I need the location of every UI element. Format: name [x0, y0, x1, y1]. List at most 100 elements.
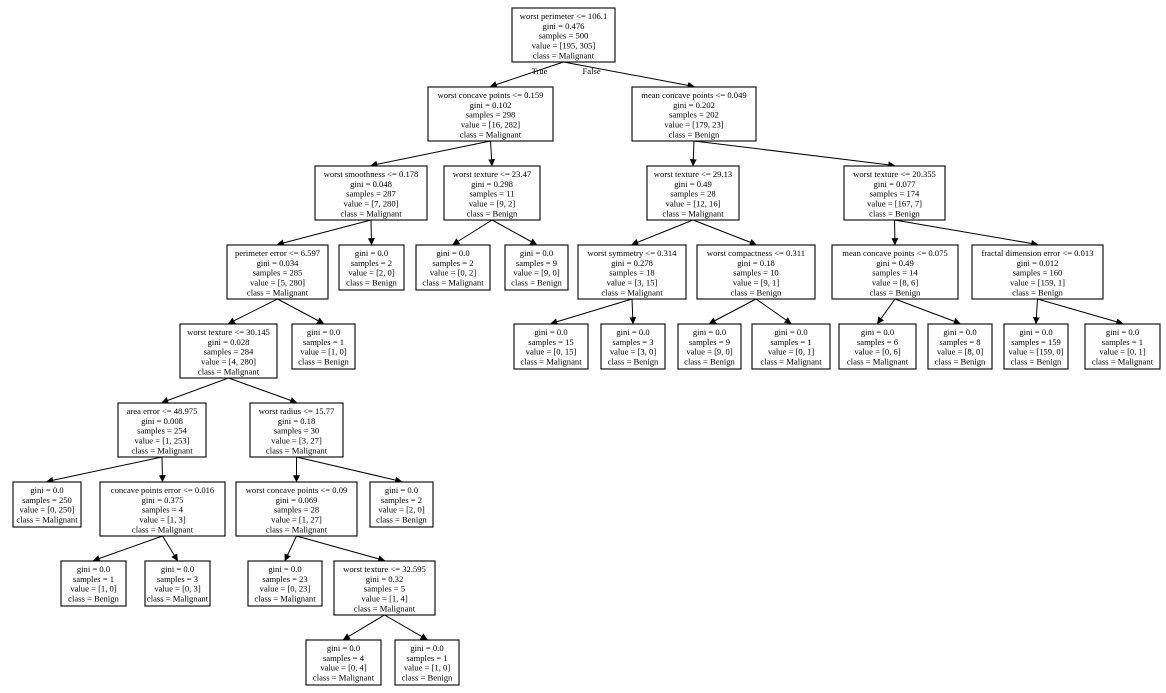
- edge-n3-n7: [276, 219, 372, 247]
- node-text-line: class = Benign: [1012, 288, 1063, 298]
- node-text-line: worst radius <= 15.77: [259, 406, 335, 416]
- node-text-line: worst smoothness <= 0.178: [324, 169, 419, 179]
- node-text-line: class = Malignant: [662, 209, 724, 219]
- node-text-line: class = Malignant: [533, 51, 595, 61]
- node-text-line: class = Malignant: [132, 525, 194, 535]
- node-text-line: class = Benign: [402, 673, 453, 683]
- node-text-line: gini = 0.008: [141, 416, 183, 426]
- node-text-line: gini = 0.102: [470, 100, 512, 110]
- node-box: [235, 481, 358, 537]
- node-text-line: value = [0, 1]: [768, 347, 815, 357]
- node-box: [60, 560, 127, 607]
- node-box: [577, 244, 687, 300]
- node-text-line: class = Malignant: [131, 446, 193, 456]
- node-box: [831, 244, 959, 300]
- node-box: [511, 7, 616, 63]
- node-box: [631, 86, 757, 142]
- node-text-line: samples = 2: [381, 495, 422, 505]
- node-text-line: class = Malignant: [16, 515, 78, 525]
- node-text-line: samples = 9: [516, 258, 557, 268]
- edge-n7-n16: [277, 298, 325, 324]
- edge-n11-n17: [550, 298, 633, 326]
- node-text-line: samples = 2: [351, 258, 392, 268]
- node-text-line: samples = 28: [670, 189, 715, 199]
- node-text-line: class = Benign: [869, 209, 920, 219]
- edge-n12-n20: [755, 298, 792, 324]
- node-box: [927, 323, 993, 370]
- node-text-line: gini = 0.077: [874, 179, 917, 189]
- node-text-line: samples = 30: [274, 426, 319, 436]
- node-text-line: class = Benign: [608, 357, 659, 367]
- node-text-line: samples = 23: [262, 574, 307, 584]
- edge-n14-n24: [1037, 298, 1124, 326]
- node-box: [247, 560, 323, 607]
- node-text-line: gini = 0.49: [674, 179, 712, 189]
- node-text-line: gini = 0.0: [77, 564, 110, 574]
- node-text-line: gini = 0.0: [616, 327, 649, 337]
- node-text-line: class = Malignant: [266, 446, 328, 456]
- node-text-line: value = [8, 6]: [872, 278, 919, 288]
- node-text-line: gini = 0.028: [208, 337, 250, 347]
- node-text-line: samples = 160: [1013, 268, 1063, 278]
- node-text-line: value = [0, 2]: [430, 268, 477, 278]
- node-text-line: value = [159, 1]: [1010, 278, 1065, 288]
- node-text-line: worst texture <= 23.47: [453, 169, 532, 179]
- node-text-line: gini = 0.0: [30, 485, 63, 495]
- node-text-line: class = Benign: [669, 130, 720, 140]
- node-text-line: gini = 0.476: [543, 21, 586, 31]
- node-text-line: value = [1, 253]: [135, 436, 190, 446]
- node-text-line: gini = 0.0: [1019, 327, 1052, 337]
- node-text-line: value = [9, 2]: [469, 199, 516, 209]
- node-box: [677, 323, 742, 370]
- node-box: [600, 323, 666, 370]
- edge-n15-n25: [161, 377, 229, 404]
- node-text-line: worst perimeter <= 106.1: [520, 11, 608, 21]
- node-text-line: class = Malignant: [520, 357, 582, 367]
- edge-label-false: False: [583, 66, 601, 76]
- node-text-line: value = [2, 0]: [378, 505, 425, 515]
- edge-n2-n6: [693, 140, 896, 169]
- node-text-line: class = Malignant: [340, 209, 402, 219]
- node-text-line: samples = 1: [406, 653, 447, 663]
- node-text-line: class = Malignant: [247, 288, 309, 298]
- node-text-line: gini = 0.0: [268, 564, 301, 574]
- edge-n11-n18: [629, 298, 637, 325]
- node-box: [179, 323, 278, 379]
- node-text-line: value = [7, 280]: [344, 199, 399, 209]
- node-text-line: class = Benign: [511, 278, 562, 288]
- edge-n0-n2: [563, 61, 695, 89]
- edge-n4-n10: [491, 219, 538, 245]
- node-text-line: samples = 6: [857, 337, 899, 347]
- node-text-line: value = [1, 0]: [404, 663, 451, 673]
- node-text-line: samples = 8: [939, 337, 980, 347]
- node-text-line: gini = 0.375: [142, 495, 184, 505]
- node-box: [12, 481, 82, 528]
- node-text-line: value = [9, 1]: [733, 278, 780, 288]
- node-text-line: samples = 5: [364, 584, 405, 594]
- edge-n1-n3: [370, 140, 491, 168]
- edge-n5-n11: [631, 219, 694, 246]
- node-text-line: worst texture <= 29.13: [654, 169, 732, 179]
- node-text-line: worst concave points <= 0.09: [246, 485, 348, 495]
- node-text-line: value = [167, 7]: [867, 199, 922, 209]
- node-box: [646, 165, 740, 221]
- edge-n25-n27: [46, 456, 163, 484]
- node-text-line: class = Malignant: [1092, 357, 1154, 367]
- node-box: [291, 323, 356, 370]
- node-box: [394, 639, 460, 686]
- node-text-line: class = Benign: [1011, 357, 1062, 367]
- edge-n2-n5: [689, 140, 697, 167]
- node-box: [369, 481, 434, 528]
